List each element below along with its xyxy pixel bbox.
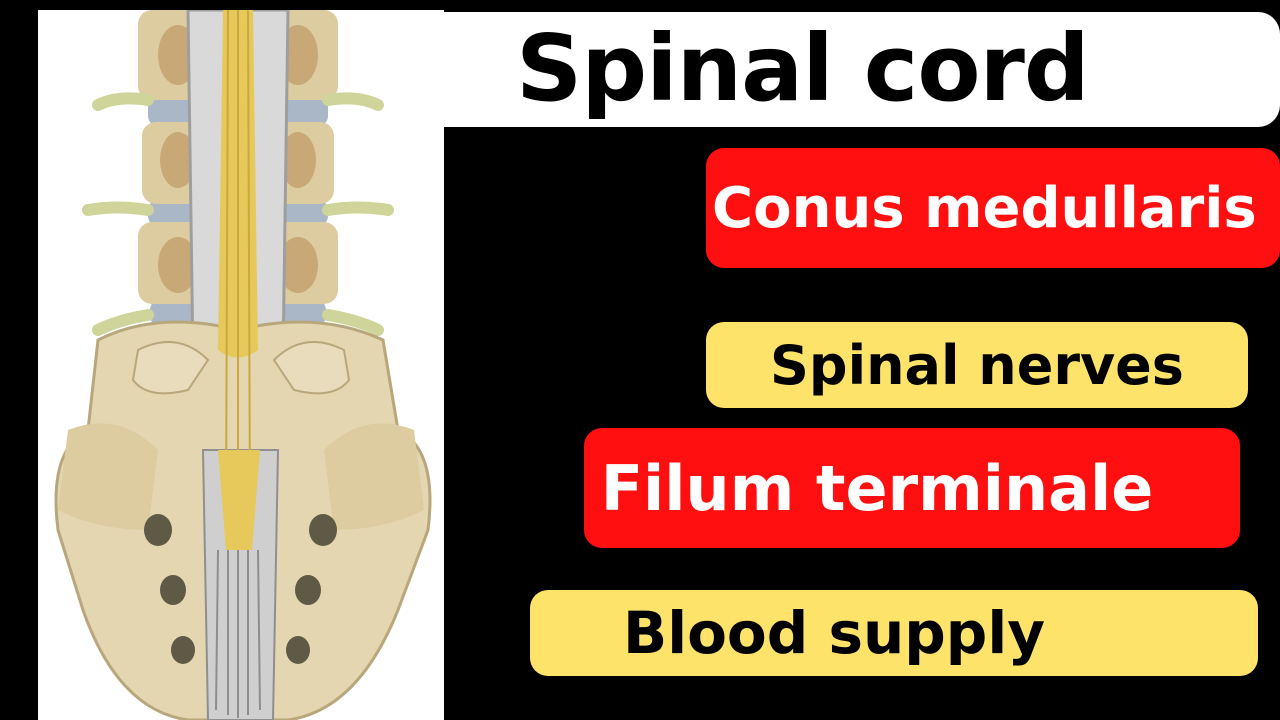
topic-label: Conus medullaris [712, 175, 1257, 241]
topic-label: Blood supply [622, 599, 1046, 667]
topic-conus-medullaris: Conus medullaris [706, 148, 1280, 268]
spinal-cord-illustration [38, 10, 444, 720]
topic-filum-terminale: Filum terminale [584, 428, 1240, 548]
spine-anatomy-drawing [54, 10, 432, 720]
topic-label: Spinal nerves [770, 333, 1184, 397]
topic-spinal-nerves: Spinal nerves [706, 322, 1248, 408]
page-title: Spinal cord [516, 15, 1090, 122]
topic-label: Filum terminale [600, 451, 1154, 525]
title-banner: Spinal cord [444, 12, 1280, 127]
topic-blood-supply: Blood supply [530, 590, 1258, 676]
